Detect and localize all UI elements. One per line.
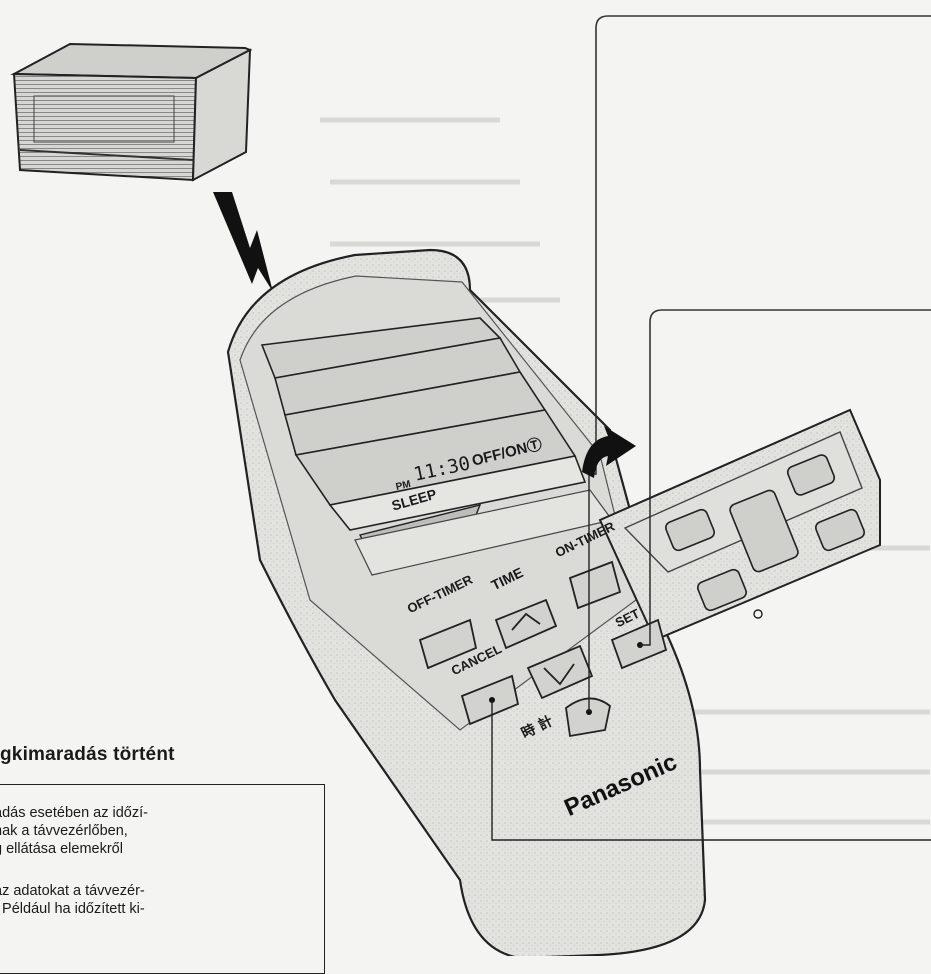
callout-frame-upper [595, 15, 931, 410]
lightning-signal-icon [213, 192, 273, 292]
time-down-button[interactable] [526, 644, 594, 700]
opened-cover [598, 408, 881, 642]
note-line: nak a távvezérlőben, [0, 823, 128, 839]
on-timer-button[interactable] [568, 560, 622, 610]
off-timer-button[interactable] [418, 618, 478, 670]
note-line: adás esetében az időzí- [0, 805, 148, 821]
callout-frame-lower [649, 309, 931, 490]
note-line: g ellátása elemekről [0, 841, 123, 857]
open-cover-arrow-icon [582, 426, 636, 478]
air-conditioner-icon [10, 42, 253, 182]
note-heading: gkimaradás történt [0, 744, 175, 765]
clock-button[interactable] [565, 697, 611, 738]
note-line: az adatokat a távvezér- [0, 883, 145, 899]
time-up-button[interactable] [494, 598, 558, 650]
note-line: . Például ha időzített ki- [0, 901, 145, 917]
display-window [260, 317, 587, 531]
note-box: adás esetében az időzí- nak a távvezérlő… [0, 784, 325, 974]
